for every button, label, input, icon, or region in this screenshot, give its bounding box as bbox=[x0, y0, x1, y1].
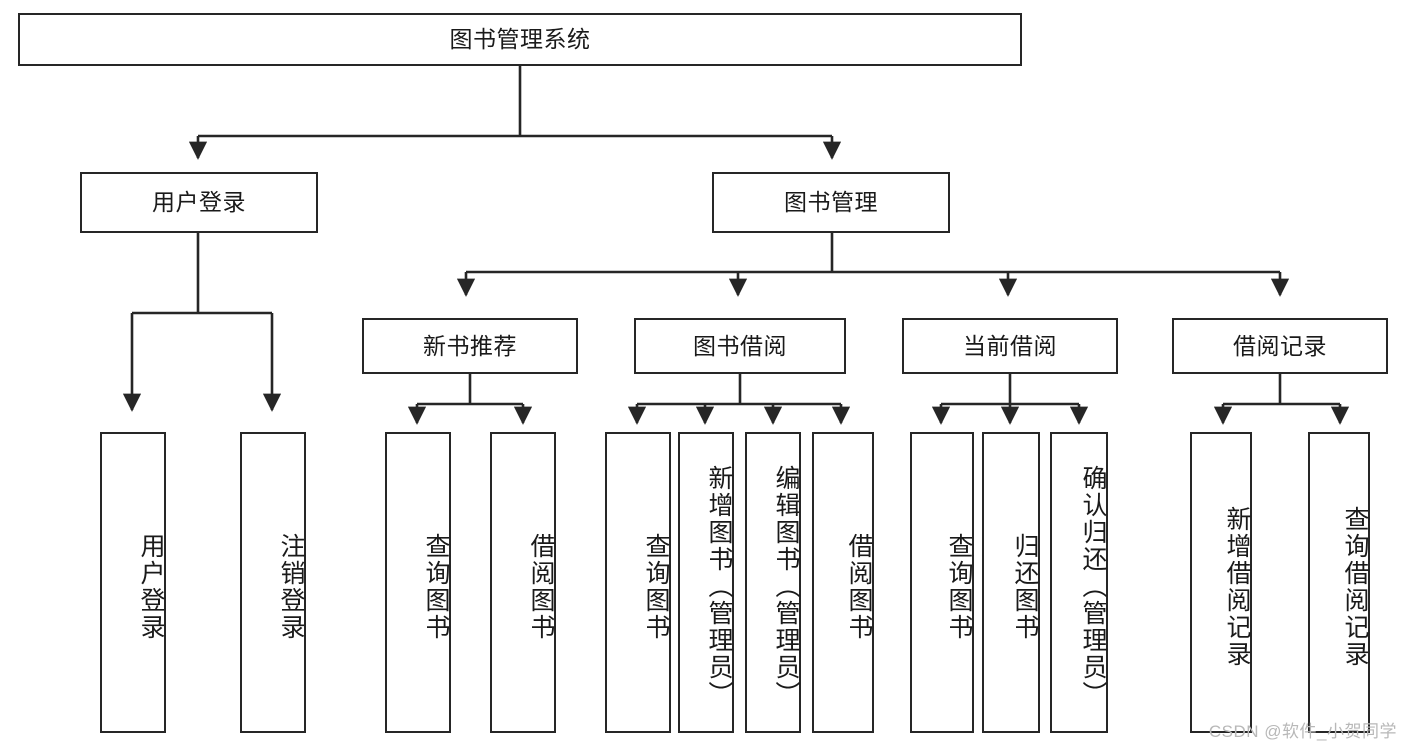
leaf-borrow-book-recommend-label: 借阅图书 bbox=[527, 532, 555, 641]
leaf-user-logout[interactable]: 注销登录 bbox=[240, 432, 306, 733]
node-new-book-recommend-label: 新书推荐 bbox=[423, 332, 517, 359]
node-borrow-record[interactable]: 借阅记录 bbox=[1172, 318, 1388, 374]
leaf-query-book-borrow-label: 查询图书 bbox=[642, 532, 670, 641]
leaf-borrow-book-borrow[interactable]: 借阅图书 bbox=[812, 432, 874, 733]
node-book-borrow-label: 图书借阅 bbox=[693, 332, 787, 359]
leaf-add-borrow-record[interactable]: 新增借阅记录 bbox=[1190, 432, 1252, 733]
leaf-borrow-book-borrow-label: 借阅图书 bbox=[845, 532, 873, 641]
watermark: CSDN @软件_小贺同学 bbox=[1208, 722, 1397, 741]
leaf-return-book-label: 归还图书 bbox=[1011, 532, 1039, 641]
leaf-borrow-book-recommend[interactable]: 借阅图书 bbox=[490, 432, 556, 733]
node-new-book-recommend[interactable]: 新书推荐 bbox=[362, 318, 578, 374]
leaf-query-book-recommend-label: 查询图书 bbox=[422, 532, 450, 641]
leaf-add-borrow-record-label: 新增借阅记录 bbox=[1223, 505, 1251, 668]
leaf-query-borrow-record[interactable]: 查询借阅记录 bbox=[1308, 432, 1370, 733]
node-user-login-label: 用户登录 bbox=[152, 189, 246, 216]
node-book-management[interactable]: 图书管理 bbox=[712, 172, 950, 233]
leaf-user-logout-label: 注销登录 bbox=[277, 532, 305, 641]
leaf-query-book-current-label: 查询图书 bbox=[945, 532, 973, 641]
node-root-label: 图书管理系统 bbox=[449, 26, 591, 53]
node-book-management-label: 图书管理 bbox=[784, 189, 878, 216]
leaf-return-book[interactable]: 归还图书 bbox=[982, 432, 1040, 733]
node-current-borrow-label: 当前借阅 bbox=[963, 332, 1057, 359]
leaf-query-book-current[interactable]: 查询图书 bbox=[910, 432, 974, 733]
leaf-query-borrow-record-label: 查询借阅记录 bbox=[1341, 505, 1369, 668]
node-book-borrow[interactable]: 图书借阅 bbox=[634, 318, 846, 374]
leaf-query-book-borrow[interactable]: 查询图书 bbox=[605, 432, 671, 733]
leaf-confirm-return-admin[interactable]: 确认归还（管理员） bbox=[1050, 432, 1108, 733]
node-user-login[interactable]: 用户登录 bbox=[80, 172, 318, 233]
node-root[interactable]: 图书管理系统 bbox=[18, 13, 1022, 66]
leaf-add-book-admin[interactable]: 新增图书（管理员） bbox=[678, 432, 734, 733]
leaf-query-book-recommend[interactable]: 查询图书 bbox=[385, 432, 451, 733]
leaf-edit-book-admin-label: 编辑图书（管理员） bbox=[772, 465, 800, 708]
leaf-edit-book-admin[interactable]: 编辑图书（管理员） bbox=[745, 432, 801, 733]
node-borrow-record-label: 借阅记录 bbox=[1233, 332, 1327, 359]
leaf-confirm-return-admin-label: 确认归还（管理员） bbox=[1079, 465, 1107, 708]
leaf-user-login[interactable]: 用户登录 bbox=[100, 432, 166, 733]
leaf-add-book-admin-label: 新增图书（管理员） bbox=[705, 465, 733, 708]
node-current-borrow[interactable]: 当前借阅 bbox=[902, 318, 1118, 374]
leaf-user-login-label: 用户登录 bbox=[137, 532, 165, 641]
